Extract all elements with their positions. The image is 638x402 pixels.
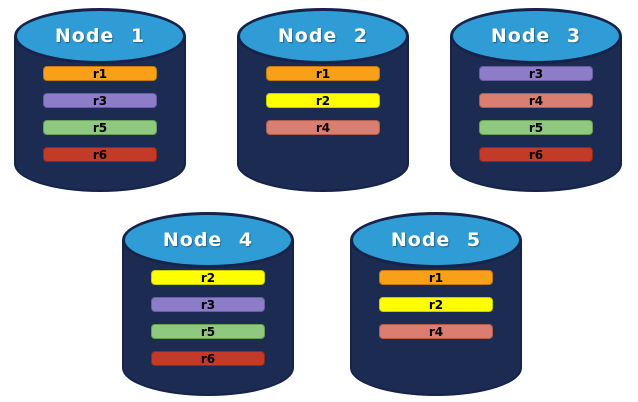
replica-bar-r2: r2 (379, 297, 493, 312)
cylinder-top: Node 5 (350, 212, 522, 268)
node-title: Node 2 (277, 25, 369, 47)
replica-bar-r2: r2 (266, 93, 380, 108)
cylinder-top: Node 4 (122, 212, 294, 268)
replica-list: r1 r2 r4 (237, 66, 409, 135)
replica-bar-r3: r3 (479, 66, 593, 81)
cylinder-top: Node 1 (14, 8, 186, 64)
replica-bar-r1: r1 (266, 66, 380, 81)
database-node-2: Node 2 r1 r2 r4 (237, 8, 409, 192)
replica-bar-r4: r4 (479, 93, 593, 108)
database-node-4: Node 4 r2 r3 r5 r6 (122, 212, 294, 396)
replica-bar-r4: r4 (266, 120, 380, 135)
replica-bar-r3: r3 (43, 93, 157, 108)
database-node-5: Node 5 r1 r2 r4 (350, 212, 522, 396)
node-title: Node 4 (162, 229, 254, 251)
replica-list: r3 r4 r5 r6 (450, 66, 622, 162)
node-title: Node 1 (54, 25, 146, 47)
replica-list: r1 r3 r5 r6 (14, 66, 186, 162)
replica-bar-r6: r6 (151, 351, 265, 366)
cylinder-top: Node 2 (237, 8, 409, 64)
replica-list: r2 r3 r5 r6 (122, 270, 294, 366)
replica-bar-r5: r5 (43, 120, 157, 135)
node-title: Node 3 (490, 25, 582, 47)
replica-bar-r3: r3 (151, 297, 265, 312)
replica-list: r1 r2 r4 (350, 270, 522, 339)
cylinder-top: Node 3 (450, 8, 622, 64)
replica-bar-r6: r6 (43, 147, 157, 162)
replica-bar-r1: r1 (379, 270, 493, 285)
replica-bar-r2: r2 (151, 270, 265, 285)
database-node-3: Node 3 r3 r4 r5 r6 (450, 8, 622, 192)
replica-bar-r5: r5 (151, 324, 265, 339)
replica-bar-r6: r6 (479, 147, 593, 162)
replica-bar-r1: r1 (43, 66, 157, 81)
replica-bar-r4: r4 (379, 324, 493, 339)
node-title: Node 5 (390, 229, 482, 251)
database-node-1: Node 1 r1 r3 r5 r6 (14, 8, 186, 192)
replica-bar-r5: r5 (479, 120, 593, 135)
